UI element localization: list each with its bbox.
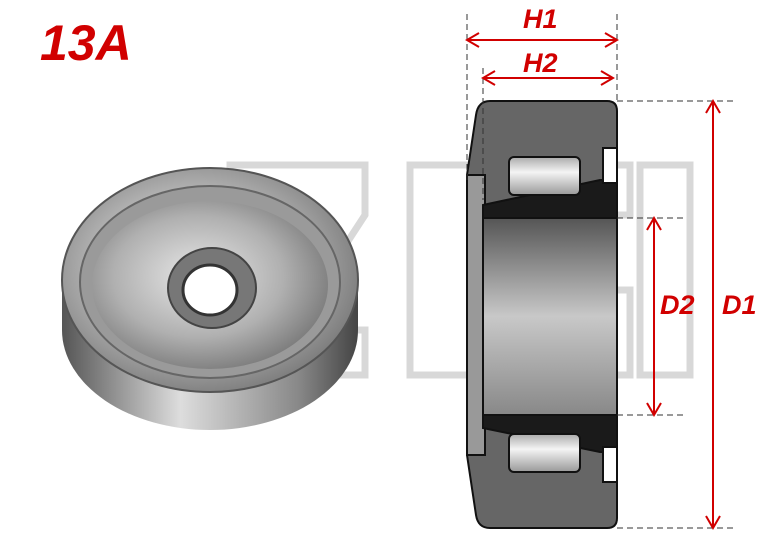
d2-arrow	[646, 216, 662, 417]
d1-arrow	[705, 99, 721, 530]
dimension-arrows	[465, 32, 721, 530]
h2-arrow	[481, 70, 615, 86]
d1-label: D1	[722, 290, 757, 320]
h1-arrow	[465, 32, 619, 48]
h1-label: H1	[523, 4, 558, 34]
bearing-cross-section	[466, 100, 618, 529]
d2-label: D2	[660, 290, 695, 320]
h2-label: H2	[523, 48, 558, 78]
bearing-photo	[61, 167, 359, 430]
part-code-label: 13A	[40, 15, 132, 71]
extension-lines	[466, 14, 735, 529]
